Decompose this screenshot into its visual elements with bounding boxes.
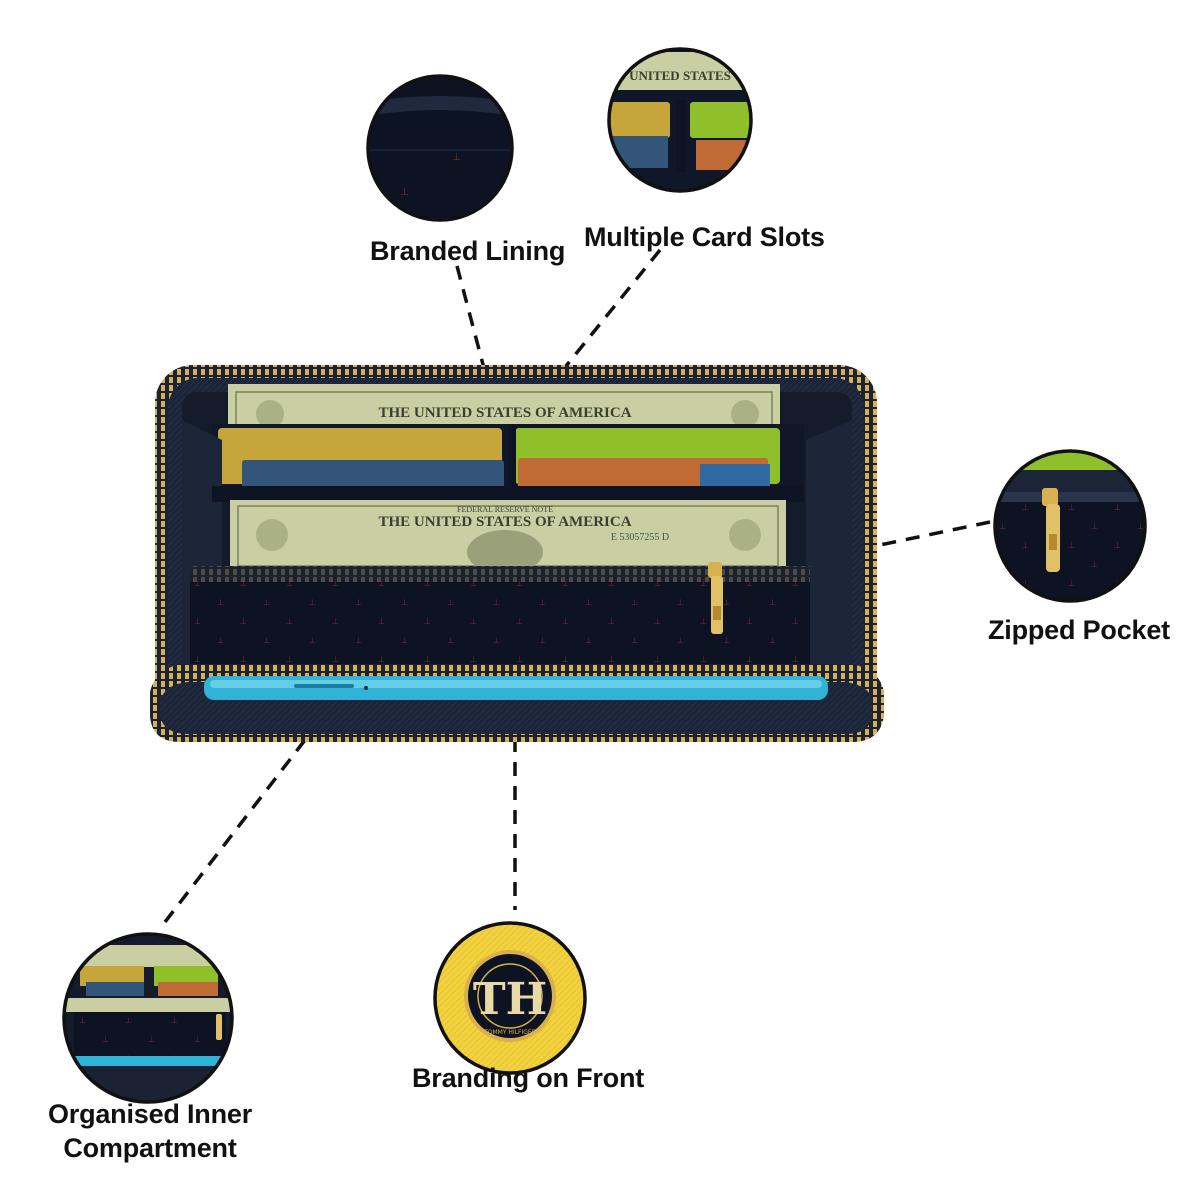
banknote-serial: E 53057255 D [611, 532, 669, 543]
label-multiple-card-slots: Multiple Card Slots [584, 222, 825, 252]
label-organised-inner-compartment: Organised Inner Compartment [40, 1097, 260, 1165]
zip-puller-icon [708, 562, 723, 634]
front-banknote-header: THE UNITED STATES OF AMERICA [378, 514, 631, 530]
branded-lining-closeup: ⊥ ⊥ [366, 74, 514, 222]
label-branding-on-front: Branding on Front [412, 1063, 645, 1093]
label-zipped-pocket: Zipped Pocket [988, 615, 1170, 645]
label-organised-line1: Organised Inner [47, 1099, 253, 1129]
front-banknote-top: FEDERAL RESERVE NOTE [457, 505, 553, 514]
connector-card-slots [496, 248, 662, 452]
zipped-pocket-closeup [993, 449, 1147, 603]
organised-compartment-closeup [62, 932, 234, 1104]
wallet-main-image: THE UNITED STATES OF AMERICA THE UNITED … [150, 365, 884, 742]
emblem-ring-text: TOMMY HILFIGER [483, 1029, 536, 1036]
back-banknote-header: THE UNITED STATES OF AMERICA [378, 405, 631, 421]
svg-text:⊥: ⊥ [452, 152, 461, 163]
svg-text:UNITED STATES: UNITED STATES [629, 68, 731, 83]
label-organised-line2: Compartment [63, 1133, 237, 1163]
svg-text:⊥: ⊥ [400, 187, 409, 198]
emblem-letters: TH [473, 974, 547, 1025]
label-branded-lining: Branded Lining [370, 236, 566, 266]
th-emblem-icon: TH TOMMY HILFIGER [464, 950, 556, 1042]
card-slots-closeup: UNITED STATES [607, 47, 753, 193]
connector-organised [163, 738, 307, 924]
branding-front-closeup: TH TOMMY HILFIGER [433, 921, 587, 1075]
